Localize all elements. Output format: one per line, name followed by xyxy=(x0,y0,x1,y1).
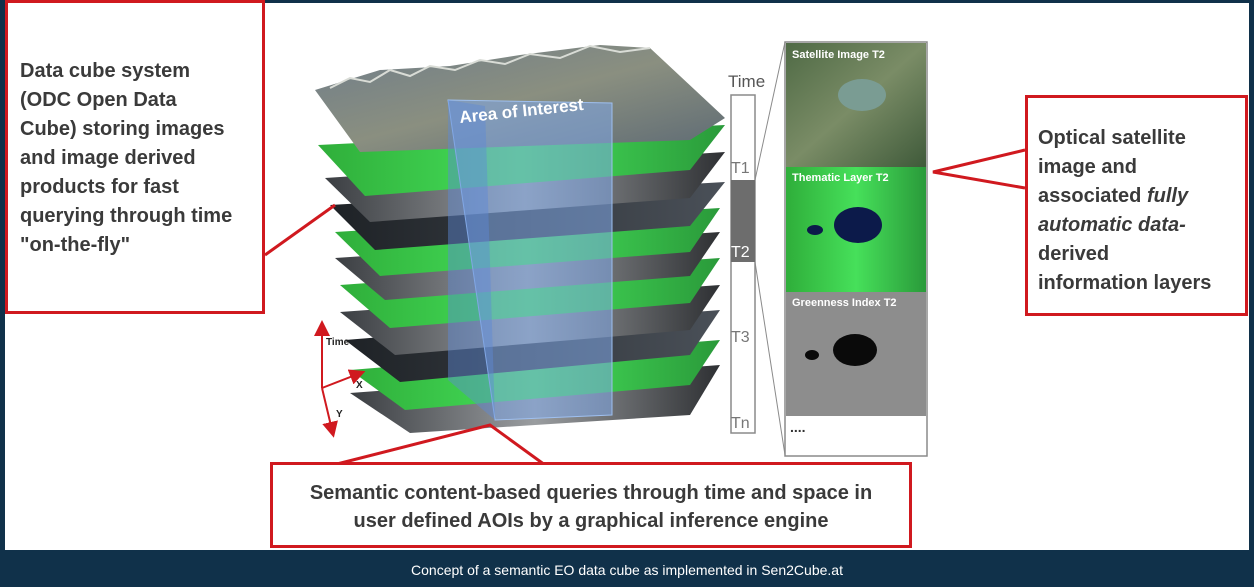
image-panels: Satellite Image T2 Thematic Layer T2 Gre… xyxy=(784,41,928,457)
lake-satellite xyxy=(838,79,886,111)
timeline-title: Time xyxy=(728,72,765,91)
axis-time-label: Time xyxy=(326,337,350,348)
right-callout-line: automatic data- xyxy=(1038,214,1186,236)
left-callout-line: "on-the-fly" xyxy=(20,234,131,256)
left-callout-text: Data cube system (ODC Open Data Cube) st… xyxy=(20,57,232,260)
lake-greenness xyxy=(833,334,877,366)
bottom-callout-line: user defined AOIs by a graphical inferen… xyxy=(353,510,829,532)
left-callout-line: Cube) storing images xyxy=(20,118,225,140)
bottom-callout-text: Semantic content-based queries through t… xyxy=(273,479,909,535)
aoi-column xyxy=(447,99,613,421)
right-callout: Optical satellite image and associated f… xyxy=(1025,95,1248,316)
satellite-image-title: Satellite Image T2 xyxy=(792,49,885,61)
timeline: Time T1 T2 T3 Tn xyxy=(728,41,786,456)
right-callout-line: Optical satellite xyxy=(1038,127,1186,149)
right-callout-line: associated fully xyxy=(1038,182,1211,211)
axis-indicator: Time X Y xyxy=(314,320,366,438)
terrain-ridge xyxy=(329,44,651,89)
left-callout-line: products for fast xyxy=(20,176,179,198)
lake-greenness-small xyxy=(805,350,819,360)
lake-thematic-small xyxy=(807,225,823,235)
left-callout-line: and image derived xyxy=(20,147,196,169)
axis-y-label: Y xyxy=(336,409,343,420)
left-callout-line: (ODC Open Data xyxy=(20,89,177,111)
right-callout-line: derived xyxy=(1038,243,1110,265)
timeline-tick-t2: T2 xyxy=(731,244,750,261)
right-callout-pointer xyxy=(932,148,1026,190)
right-callout-line: information layers xyxy=(1038,272,1212,294)
bottom-callout: Semantic content-based queries through t… xyxy=(270,462,912,548)
lake-thematic xyxy=(834,207,882,243)
timeline-highlight xyxy=(731,180,755,262)
timeline-tick-t1: T1 xyxy=(731,160,750,177)
left-callout-line: Data cube system xyxy=(20,60,191,82)
axis-x-label: X xyxy=(356,380,363,391)
figure-caption: Concept of a semantic EO data cube as im… xyxy=(411,562,843,578)
bottom-callout-line: Semantic content-based queries through t… xyxy=(309,482,873,504)
timeline-tick-tn: Tn xyxy=(731,415,750,432)
greenness-index-title: Greenness Index T2 xyxy=(792,297,897,309)
thematic-layer-title: Thematic Layer T2 xyxy=(792,172,889,184)
left-callout-line: querying through time xyxy=(20,205,233,227)
more-panels-ellipsis: .... xyxy=(790,419,806,435)
left-callout: Data cube system (ODC Open Data Cube) st… xyxy=(5,0,265,314)
callout-pointers xyxy=(264,148,1026,467)
right-callout-italic: fully xyxy=(1146,185,1189,207)
timeline-tick-t3: T3 xyxy=(731,329,750,346)
right-callout-fragment: associated xyxy=(1038,185,1147,207)
left-callout-pointer xyxy=(264,203,336,257)
right-callout-line: image and xyxy=(1038,156,1137,178)
right-callout-text: Optical satellite image and associated f… xyxy=(1038,124,1211,298)
bottom-callout-pointer xyxy=(332,423,546,467)
